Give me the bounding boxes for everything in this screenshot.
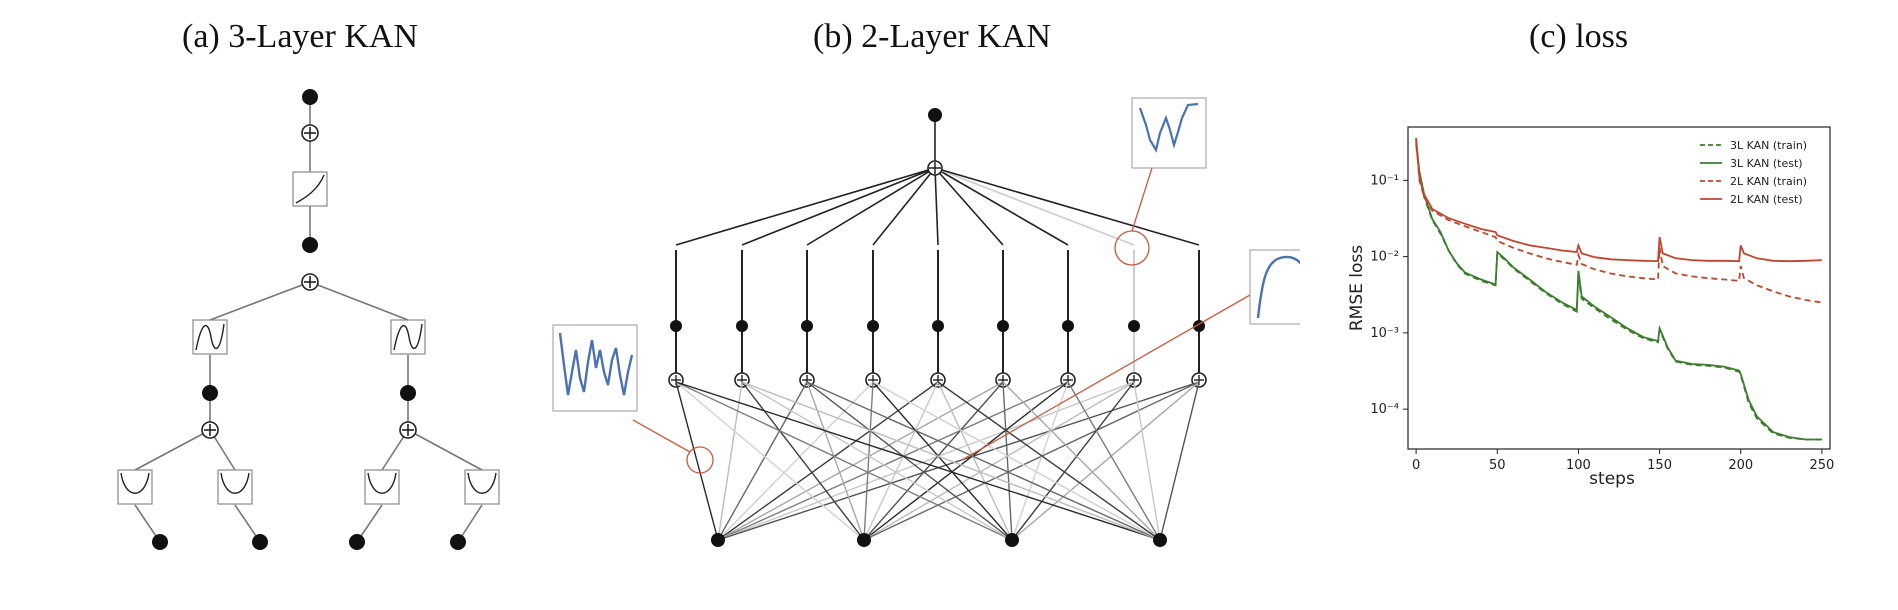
three-layer-kan-diagram — [117, 89, 500, 550]
input-node — [711, 533, 725, 547]
hidden-node — [997, 320, 1009, 332]
y-tick-label: 10⁻¹ — [1370, 173, 1399, 188]
series-line — [1415, 138, 1823, 304]
hidden-node — [801, 320, 813, 332]
y-axis-label: RMSE loss — [1347, 245, 1367, 331]
hidden-node — [932, 320, 944, 332]
x-tick-label: 150 — [1647, 458, 1672, 473]
inset-plot-right — [1249, 249, 1300, 325]
hidden-node — [1062, 320, 1074, 332]
x-tick-label: 250 — [1809, 458, 1834, 473]
legend-entry: 2L KAN (train) — [1730, 175, 1807, 188]
hidden-node — [1128, 320, 1140, 332]
chart-legend: 3L KAN (train) 3L KAN (test) 2L KAN (train… — [1700, 139, 1807, 206]
x-tick-label: 50 — [1489, 458, 1506, 473]
input-node — [1005, 533, 1019, 547]
x-tick-label: 100 — [1566, 458, 1591, 473]
hidden-node — [867, 320, 879, 332]
legend-entry: 2L KAN (test) — [1730, 193, 1803, 206]
series-line — [1415, 143, 1822, 441]
input-node — [1153, 533, 1167, 547]
y-tick-label: 10⁻² — [1370, 250, 1399, 265]
inset-plot-left — [552, 324, 638, 412]
activation-boxes — [117, 171, 500, 505]
hidden-node — [670, 320, 682, 332]
panel-c-title: (c) loss — [1529, 18, 1629, 55]
hidden-node — [736, 320, 748, 332]
series-line — [1415, 137, 1822, 263]
x-tick-label: 0 — [1412, 458, 1420, 473]
input-node — [857, 533, 871, 547]
plot-frame — [1407, 126, 1831, 450]
x-tick-label: 200 — [1728, 458, 1753, 473]
inset-plot-top — [1131, 97, 1207, 169]
y-tick-label: 10⁻³ — [1370, 326, 1399, 341]
panel-a-title: (a) 3-Layer KAN — [182, 18, 418, 55]
legend-entry: 3L KAN (train) — [1730, 139, 1807, 152]
x-axis-label: steps — [1589, 469, 1635, 489]
panel-b-title: (b) 2-Layer KAN — [813, 18, 1051, 55]
two-layer-kan-diagram — [552, 97, 1300, 547]
legend-entry: 3L KAN (test) — [1730, 157, 1803, 170]
y-tick-label: 10⁻⁴ — [1370, 402, 1399, 417]
series-line — [1415, 141, 1822, 441]
